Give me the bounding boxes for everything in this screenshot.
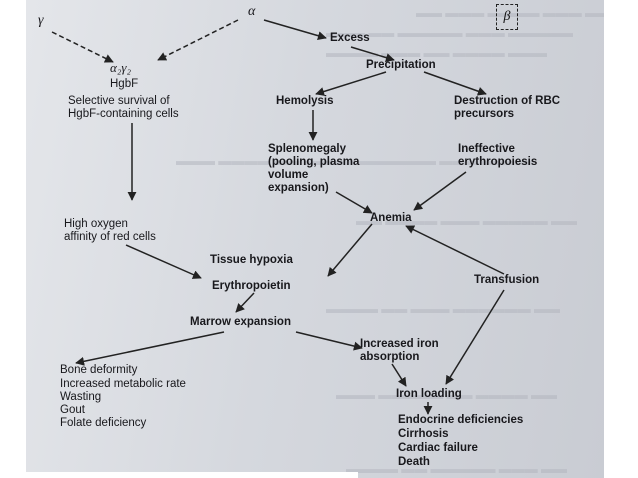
label-tissue-hypoxia: Tissue hypoxia — [210, 254, 293, 266]
arrow-increased-iron-to-iron-loading — [391, 363, 407, 387]
label-splenomegaly-2: (pooling, plasma — [268, 156, 360, 168]
arrow-transfusion-to-iron-loading — [445, 289, 505, 385]
label-splenomegaly-4: expansion) — [268, 182, 329, 194]
label-gamma: γ — [38, 13, 44, 28]
label-ineffective-2: erythropoiesis — [458, 156, 538, 168]
label-increased-iron-2: absorption — [360, 351, 420, 363]
label-marrow-expansion: Marrow expansion — [190, 316, 291, 328]
label-ineffective-1: Ineffective — [458, 143, 515, 155]
label-destruction-1: Destruction of RBC — [454, 95, 561, 107]
label-splenomegaly-3: volume — [268, 169, 309, 181]
label-transfusion: Transfusion — [474, 274, 540, 286]
beta-box: β — [496, 4, 518, 30]
arrow-high-oxygen-to-tissue-hypoxia — [125, 244, 202, 279]
label-high-oxygen-2: affinity of red cells — [64, 231, 156, 243]
arrow-marrow-to-bone-deformity — [75, 331, 225, 366]
outcome-left-1: Increased metabolic rate — [60, 378, 186, 390]
left-margin — [0, 0, 26, 478]
outcome-left-4: Folate deficiency — [60, 417, 147, 429]
right-margin — [604, 0, 638, 478]
arrow-excess-to-precipitation — [350, 46, 395, 62]
label-increased-iron-1: Increased iron — [360, 338, 439, 350]
flow-arrows — [51, 19, 505, 415]
label-hgbf: HgbF — [110, 78, 139, 90]
label-splenomegaly-1: Splenomegaly — [268, 143, 346, 155]
label-selective-survival-2: HgbF-containing cells — [68, 108, 179, 120]
arrow-gamma-to-hgbf — [51, 31, 114, 63]
outcome-right-1: Cirrhosis — [398, 428, 449, 440]
arrow-transfusion-to-anemia — [405, 225, 505, 275]
arrow-anemia-to-erythropoietin — [327, 223, 373, 277]
arrow-precipitation-to-hemolysis — [315, 71, 387, 96]
label-precipitation: Precipitation — [366, 59, 436, 71]
outcome-right-2: Cardiac failure — [398, 442, 478, 454]
outcome-right-3: Death — [398, 456, 430, 468]
label-excess: Excess — [330, 32, 370, 44]
label-erythropoietin: Erythropoietin — [212, 280, 291, 292]
outcome-right-0: Endocrine deficiencies — [398, 414, 524, 426]
arrow-alpha-to-hgbf — [157, 19, 239, 61]
label-hemolysis: Hemolysis — [276, 95, 334, 107]
arrow-splenomegaly-to-anemia — [335, 191, 373, 214]
outcome-left-2: Wasting — [60, 391, 102, 403]
arrow-erythropoietin-to-marrow — [235, 292, 255, 313]
arrow-alpha-to-excess — [263, 19, 327, 41]
outcome-left-0: Bone deformity — [60, 364, 138, 376]
outcome-left-3: Gout — [60, 404, 85, 416]
label-selective-survival-1: Selective survival of — [68, 95, 170, 107]
arrow-marrow-to-increased-iron — [295, 331, 363, 351]
label-high-oxygen-1: High oxygen — [64, 218, 128, 230]
label-alpha: α — [248, 4, 256, 19]
label-alpha2gamma2: α₂γ₂ — [110, 60, 131, 75]
label-destruction-2: precursors — [454, 108, 515, 120]
arrow-ineffective-to-anemia — [413, 171, 467, 211]
bottom-white-strip — [26, 472, 358, 478]
book-page-photo: ▬▬ ▬▬▬ ▬▬▬▬ ▬▬▬ ▬▬ ▬▬▬ ▬▬ ▬▬▬▬▬ ▬▬▬ ▬▬▬▬… — [26, 0, 604, 478]
arrow-precipitation-to-destruction — [423, 71, 487, 96]
label-anemia: Anemia — [370, 212, 412, 224]
label-iron-loading: Iron loading — [396, 388, 462, 400]
